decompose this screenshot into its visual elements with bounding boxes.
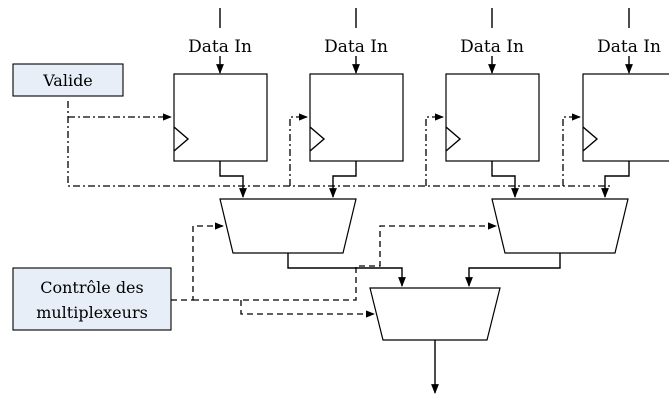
register-4-clock-icon bbox=[582, 126, 599, 152]
register-1-clock-icon bbox=[173, 126, 190, 152]
register-1-body bbox=[173, 73, 268, 162]
mux-3 bbox=[369, 287, 501, 341]
mux-1 bbox=[219, 198, 357, 254]
reg1-to-mux1-wire bbox=[219, 161, 247, 198]
ctrl-to-mux1 bbox=[171, 222, 224, 301]
valide-bus-line bbox=[67, 101, 612, 187]
register-2-body bbox=[309, 73, 404, 162]
valide-box: Valide bbox=[12, 63, 124, 97]
mux-control-label-line2: multiplexeurs bbox=[36, 303, 148, 322]
ctrl-to-mux3 bbox=[240, 300, 375, 318]
data-in-2-label: Data In bbox=[324, 37, 388, 57]
data-in-1: Data In bbox=[188, 8, 252, 74]
valide-label: Valide bbox=[42, 71, 93, 90]
data-in-3-label: Data In bbox=[460, 37, 524, 57]
register-3-body bbox=[445, 73, 540, 162]
mux-control-label-line1: Contrôle des bbox=[40, 278, 143, 297]
ctrl-to-mux2 bbox=[193, 222, 497, 301]
valide-to-reg2 bbox=[289, 113, 308, 186]
mux1-to-mux3-wire bbox=[287, 253, 406, 287]
mux-control-box-rect bbox=[12, 267, 172, 331]
valide-box-rect bbox=[12, 63, 124, 97]
register-3 bbox=[445, 73, 540, 162]
mux-control-box: Contrôle des multiplexeurs bbox=[12, 267, 172, 331]
valide-to-reg4 bbox=[562, 113, 581, 186]
reg4-to-mux2-wire bbox=[601, 161, 630, 198]
reg3-to-mux2-wire bbox=[491, 161, 519, 198]
register-2 bbox=[309, 73, 404, 162]
data-in-4: Data In bbox=[597, 8, 661, 74]
mux-2 bbox=[491, 198, 629, 254]
reg2-to-mux1-wire bbox=[329, 161, 357, 198]
register-3-clock-icon bbox=[445, 126, 462, 152]
mux2-to-mux3-wire bbox=[465, 253, 561, 287]
register-2-clock-icon bbox=[309, 126, 326, 152]
data-in-2: Data In bbox=[324, 8, 388, 74]
data-in-4-label: Data In bbox=[597, 37, 661, 57]
register-1 bbox=[173, 73, 268, 162]
data-in-1-label: Data In bbox=[188, 37, 252, 57]
register-4 bbox=[582, 73, 669, 162]
data-in-3: Data In bbox=[460, 8, 524, 74]
valide-to-reg3 bbox=[425, 113, 444, 186]
register-4-body bbox=[582, 73, 669, 162]
